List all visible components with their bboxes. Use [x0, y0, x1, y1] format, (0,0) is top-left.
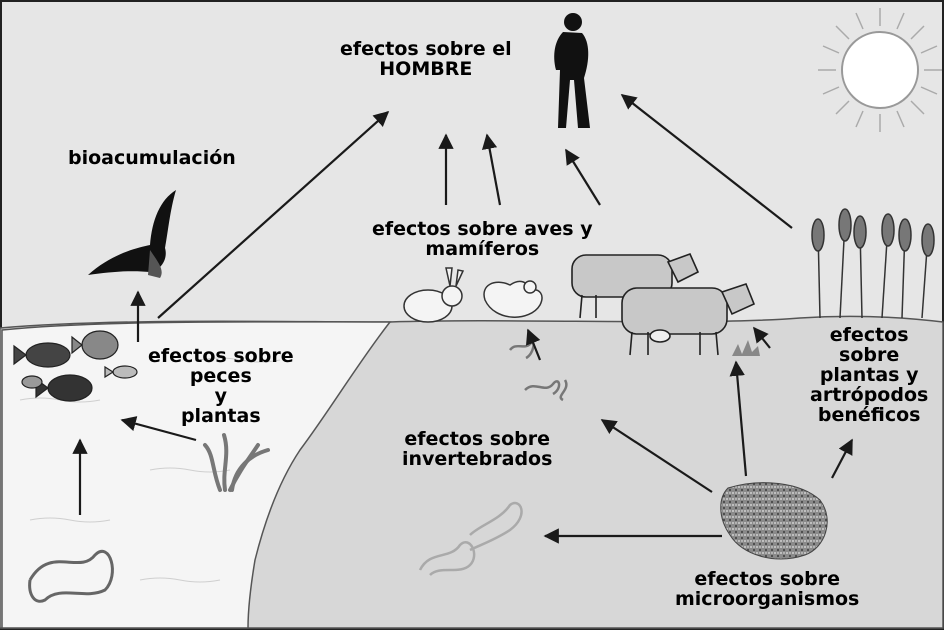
wheat-plants-icon — [811, 208, 935, 319]
arrow-worm-to-birds — [525, 328, 542, 361]
label-fish-line3: y — [214, 384, 227, 407]
label-fish-line1: efectos sobre — [148, 345, 294, 367]
soil-microorganisms-icon — [720, 482, 828, 560]
fish-school-icon — [13, 330, 138, 402]
label-plants-line3: plantas y — [819, 363, 919, 386]
eagle-icon — [88, 190, 176, 278]
label-plants-line5: benéficos — [817, 403, 921, 426]
arrow-micro-to-cows — [729, 360, 748, 477]
rabbit-icon — [403, 267, 465, 323]
label-bioaccumulation: bioacumulación — [68, 147, 236, 169]
label-birds-line1: efectos sobre aves y — [372, 218, 593, 240]
worm-group-icon — [418, 501, 523, 576]
label-fish-line4: plantas — [180, 404, 261, 427]
label-invertebrates-line2: invertebrados — [402, 447, 553, 470]
flow-arrows — [72, 94, 853, 544]
worm-icon — [28, 550, 114, 603]
arrow-small-plant — [753, 326, 771, 349]
label-human: efectos sobre el HOMBRE — [340, 38, 512, 80]
arrow-fish-to-human — [157, 110, 390, 319]
label-fish-plants: efectos sobre peces y plantas — [148, 345, 294, 427]
arrow-micro-to-plants — [831, 438, 853, 479]
label-birds-line2: mamíferos — [425, 237, 540, 260]
cow-icon — [571, 252, 700, 319]
cow-icon — [621, 283, 756, 356]
label-plants-line4: artrópodos — [810, 383, 929, 406]
label-human-line2: HOMBRE — [379, 57, 473, 80]
arrow-birds-to-human-2 — [481, 133, 502, 206]
label-micro-line2: microorganismos — [675, 587, 860, 610]
hen-icon — [483, 280, 543, 318]
label-plants-line1: efectos — [829, 324, 909, 346]
label-micro-line1: efectos sobre — [694, 568, 840, 590]
seaweed-icon — [203, 433, 270, 492]
label-plants-line2: sobre — [839, 343, 900, 366]
label-plants-arthropods: efectos sobre plantas y artrópodos benéf… — [810, 324, 929, 426]
label-invertebrates-line1: efectos sobre — [404, 428, 550, 450]
label-bioaccumulation-text: bioacumulación — [68, 147, 236, 169]
arrow-micro-to-invertebrates — [600, 419, 713, 493]
arrow-plants-to-fish — [120, 416, 197, 442]
label-human-line1: efectos sobre el — [340, 38, 512, 60]
label-invertebrates: efectos sobre invertebrados — [402, 428, 553, 470]
arrow-plants-to-human — [620, 94, 793, 229]
human-icon — [554, 13, 590, 128]
sun-icon — [818, 8, 942, 132]
label-fish-line2: peces — [189, 364, 252, 387]
label-birds-mammals: efectos sobre aves y mamíferos — [372, 218, 593, 260]
arrow-cows-to-human — [565, 148, 601, 206]
small-plant-icon — [732, 340, 760, 356]
label-microorganisms: efectos sobre microorganismos — [675, 568, 860, 610]
